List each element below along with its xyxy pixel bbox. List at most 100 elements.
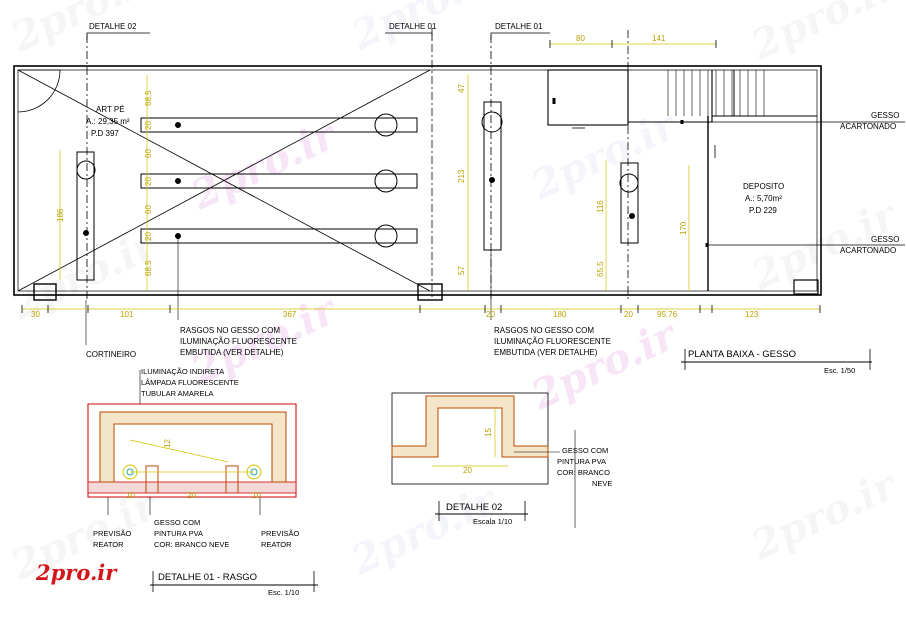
watermark-text: 2pro.ir	[343, 476, 505, 585]
previsao-note: REATOR	[261, 540, 292, 549]
light-point	[83, 230, 89, 236]
lamp-note: TUBULAR AMARELA	[141, 389, 214, 398]
gesso-label: GESSO	[871, 235, 899, 244]
dimension-label: 170	[679, 221, 688, 235]
detail-02-title: DETALHE 02	[446, 502, 502, 513]
pillar	[417, 283, 443, 301]
note-text: RASGOS NO GESSO COM	[180, 326, 280, 335]
watermark-text: 2pro.ir	[3, 0, 165, 61]
dimension-label: 20	[144, 177, 153, 186]
light-fixture	[374, 224, 398, 248]
gesso-note: PINTURA PVA	[154, 529, 203, 538]
stair-steps	[667, 70, 765, 116]
gesso-label: ACARTONADO	[840, 122, 896, 131]
watermark-text: 2pro.ir	[743, 0, 905, 69]
detail-ref-leader	[490, 32, 550, 40]
detail-ref-label: DETALHE 01	[495, 22, 543, 31]
light-fixture	[619, 173, 639, 193]
gesso-note: COR: BRANCO	[557, 468, 610, 477]
hatch-pattern	[99, 411, 287, 483]
detail-ref-leader	[385, 32, 433, 40]
dimension-label: 123	[745, 310, 759, 319]
plan-dimensions	[22, 43, 820, 310]
room-name: ART PÉ	[96, 105, 125, 114]
leader-line	[129, 439, 229, 463]
slot-wall	[145, 465, 159, 493]
detail-01-scale: Esc. 1/10	[268, 588, 299, 597]
dimension-label: 20	[144, 121, 153, 130]
dimension-label: 141	[652, 34, 666, 43]
light-slot-vertical	[620, 162, 639, 244]
dimension-label: 80	[576, 34, 585, 43]
dimension-label: 30	[31, 310, 40, 319]
ceiling-section	[87, 403, 297, 498]
room-height: P.D 229	[749, 206, 777, 215]
light-fixture	[374, 113, 398, 137]
previsao-note: PREVISÃO	[93, 529, 132, 538]
dimension-label: 10	[252, 491, 261, 500]
note-text: ILUMINAÇÃO FLUORESCENTE	[180, 337, 297, 346]
watermark-text: 2pro.ir	[183, 111, 345, 220]
gesso-note: GESSO COM	[562, 446, 608, 455]
gesso-note: GESSO COM	[154, 518, 200, 527]
dimension-label: 60	[144, 149, 153, 158]
detail-01-drawing	[87, 370, 297, 515]
dimension-label: 15	[484, 428, 493, 437]
dimension-label: 68.5	[144, 90, 153, 106]
light-point	[175, 178, 181, 184]
plan-scale: Esc. 1/50	[824, 366, 855, 375]
light-point	[489, 177, 495, 183]
dimension-label: 186	[56, 208, 65, 222]
dimension-label: 65.5	[596, 261, 605, 277]
door-swing	[17, 69, 61, 113]
dimension-ticks	[21, 40, 821, 313]
light-slot	[140, 117, 418, 133]
note-text: ILUMINAÇÃO FLUORESCENTE	[494, 337, 611, 346]
detail-ref-leader	[86, 32, 150, 40]
dimension-label: 20	[624, 310, 633, 319]
hatched-frame	[99, 411, 287, 483]
dimension-label: 60	[144, 205, 153, 214]
detail-ref-label: DETALHE 02	[89, 22, 137, 31]
light-slot	[140, 228, 418, 244]
light-slot	[140, 173, 418, 189]
dimension-label: 12	[163, 439, 172, 448]
hatch-pattern	[391, 395, 549, 458]
room-height: P.D 397	[91, 129, 119, 138]
dimension-label: 101	[120, 310, 134, 319]
plan-title: PLANTA BAIXA - GESSO	[688, 349, 796, 360]
gesso-label: GESSO	[871, 111, 899, 120]
previsao-note: PREVISÃO	[261, 529, 300, 538]
light-slot-vertical	[483, 101, 502, 251]
room-area: A.: 29,35 m²	[86, 117, 130, 126]
pillar	[33, 283, 57, 301]
light-slot-vertical	[76, 151, 95, 281]
detail-frame	[391, 392, 549, 485]
lamp-note: ILUMINAÇÃO INDIRETA	[141, 367, 224, 376]
detail-02-drawing	[391, 392, 576, 528]
room-name: DEPOSITO	[743, 182, 784, 191]
room-area: A.: 5,70m²	[745, 194, 782, 203]
watermark-text: 2pro.ir	[743, 461, 905, 570]
light-fixture	[76, 160, 96, 180]
dimension-label: 68.5	[144, 260, 153, 276]
gesso-note: NEVE	[592, 479, 612, 488]
dimension-label: 20	[187, 491, 196, 500]
pillar	[793, 279, 819, 295]
dimension-label: 180	[553, 310, 567, 319]
stair-core	[547, 69, 629, 126]
detail-01-title: DETALHE 01 - RASGO	[158, 572, 257, 583]
dimension-label: 116	[596, 200, 605, 213]
detail-02-scale: Escala 1/10	[473, 517, 512, 526]
lamp-note: LÂMPADA FLUORESCENTE	[141, 378, 239, 387]
watermark-logo: 2pro.ir	[36, 560, 117, 585]
gesso-note: COR: BRANCO NEVE	[154, 540, 229, 549]
light-fixture	[374, 169, 398, 193]
dimension-label: 57	[457, 266, 466, 275]
ceiling-board	[87, 481, 297, 494]
dimension-label: 20	[463, 466, 472, 475]
hatched-profile	[391, 395, 549, 458]
floor-plan	[13, 28, 905, 345]
light-point	[629, 213, 635, 219]
